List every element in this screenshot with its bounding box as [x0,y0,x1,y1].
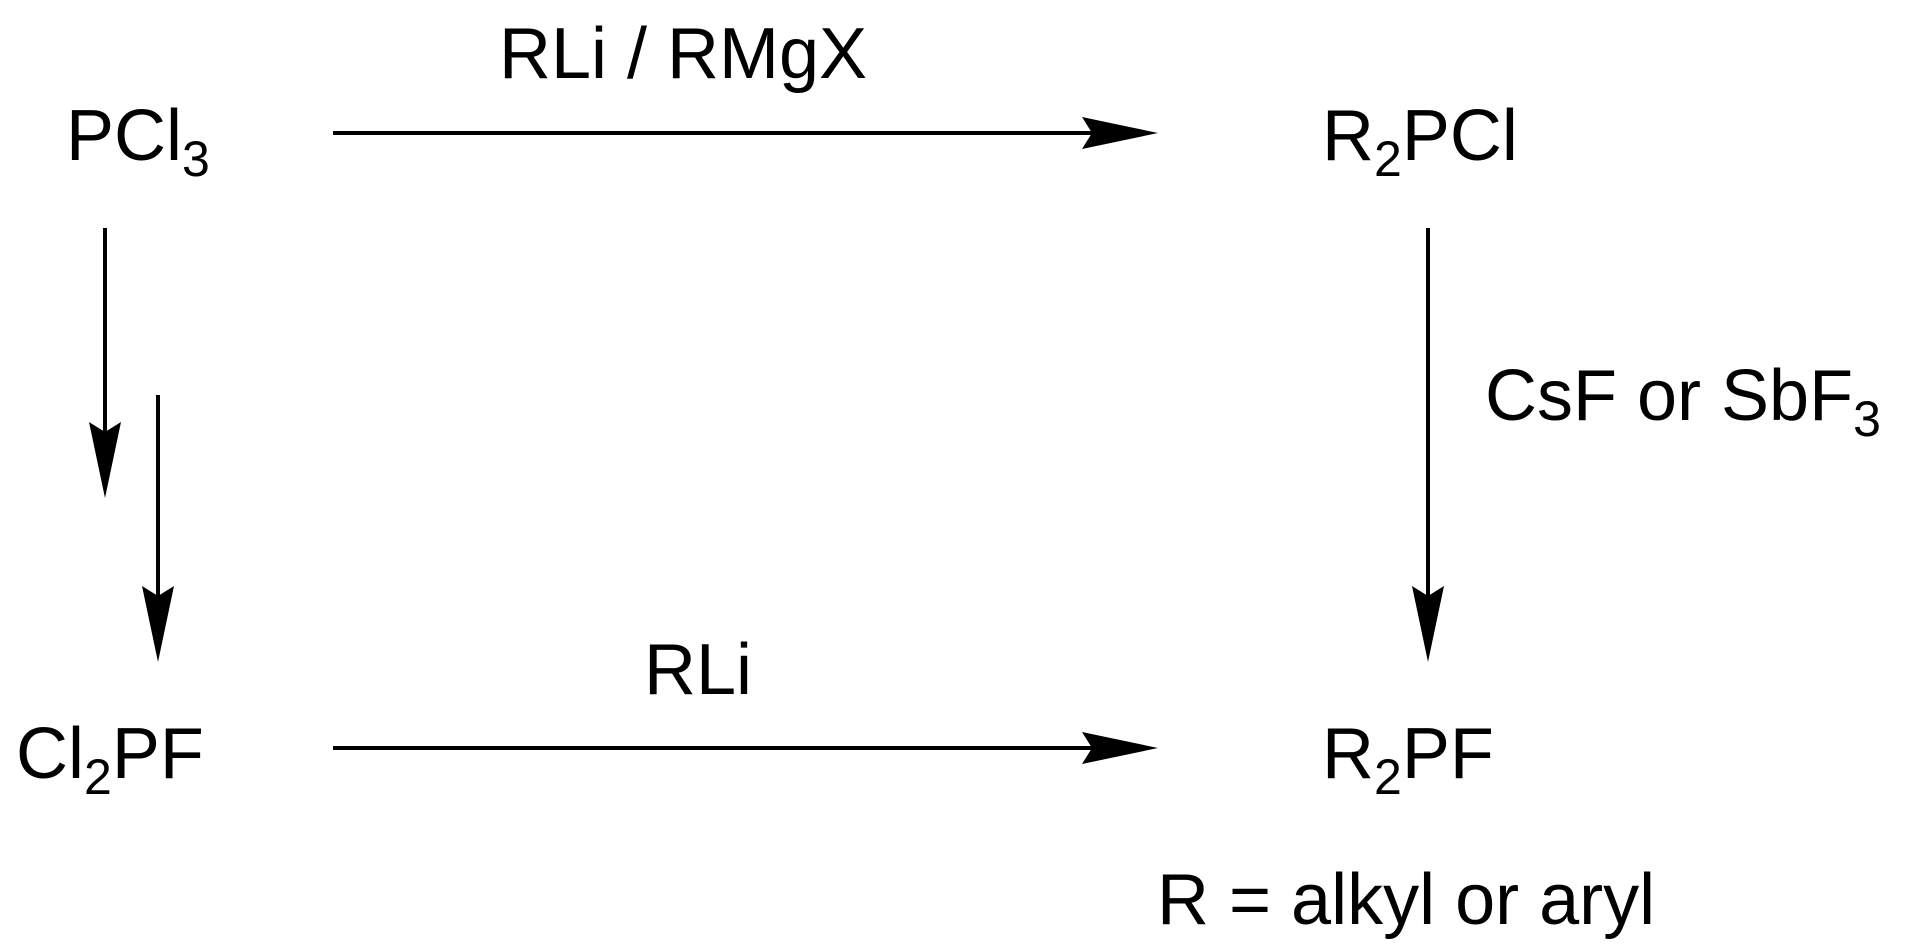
compound-r2pcl: R2PCl [1322,96,1518,187]
compound-cl2pf-suffix: PF [112,714,204,794]
reagent-right-arrow: CsF or SbF3 [1485,356,1881,447]
reagent-top-arrow: RLi / RMgX [499,14,867,94]
arrow-left-vertical-outer [89,228,121,498]
compound-r2pf-prefix: R [1322,714,1374,794]
compound-pcl3: PCl3 [66,96,210,187]
reagent-right-arrow-subscript: 3 [1853,391,1881,447]
arrow-bottom-horizontal [333,732,1158,764]
arrow-left-vertical-inner [142,395,174,662]
arrow-bottom-horizontal-head [1082,732,1158,764]
arrow-top-horizontal-head [1082,117,1158,149]
compound-r2pcl-suffix: PCl [1402,96,1518,176]
compound-r2pf-subscript: 2 [1374,749,1402,805]
arrow-right-vertical [1412,228,1444,662]
reagent-right-arrow-main: CsF or SbF [1485,356,1853,436]
footnote-r-definition: R = alkyl or aryl [1157,860,1655,940]
compound-cl2pf-subscript: 2 [84,749,112,805]
compound-r2pcl-subscript: 2 [1374,131,1402,187]
arrow-right-vertical-head [1412,586,1444,662]
arrow-left-vertical-inner-head [142,586,174,662]
compound-pcl3-main: PCl [66,96,182,176]
compound-pcl3-subscript: 3 [182,131,210,187]
compound-r2pf-suffix: PF [1402,714,1494,794]
compound-cl2pf: Cl2PF [16,714,204,805]
reagent-bottom-arrow: RLi [644,630,752,710]
arrow-left-vertical-outer-head [89,422,121,498]
arrow-top-horizontal [333,117,1158,149]
compound-r2pf: R2PF [1322,714,1494,805]
compound-r2pcl-prefix: R [1322,96,1374,176]
compound-cl2pf-prefix: Cl [16,714,84,794]
